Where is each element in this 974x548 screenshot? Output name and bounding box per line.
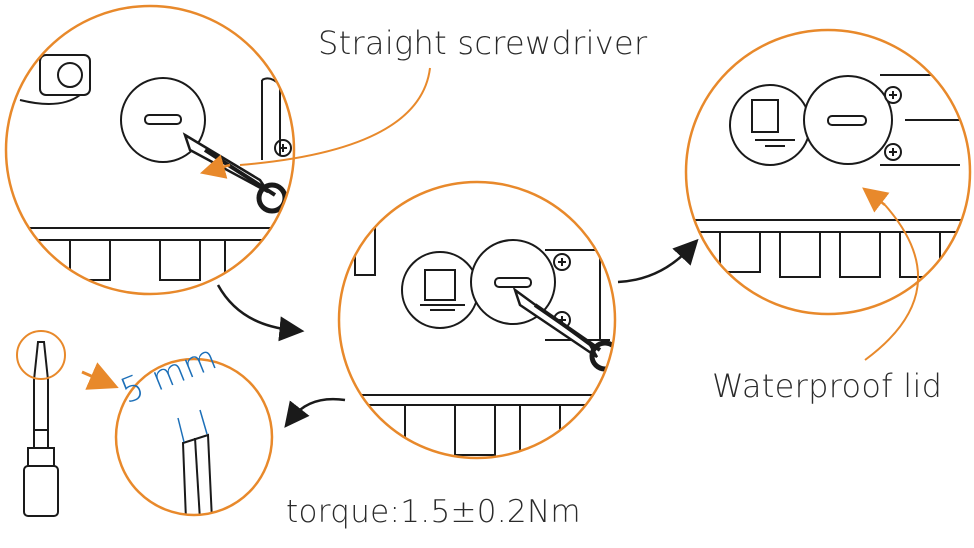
detail-circle-center xyxy=(337,180,617,460)
zoom-arrow xyxy=(81,362,119,390)
torque-label: torque:1.5±0.2Nm xyxy=(286,494,581,530)
waterproof-lid-label: Waterproof lid xyxy=(712,367,943,405)
curved-arrow-icon xyxy=(216,284,305,342)
straight-screwdriver-label: Straight screwdriver xyxy=(318,24,648,62)
curved-arrow-icon xyxy=(284,397,346,428)
straight-screwdriver-icon xyxy=(23,341,59,517)
detail-circle-unscrew xyxy=(4,4,296,296)
detail-circle-lid-removed xyxy=(684,28,972,316)
curved-arrow-icon xyxy=(617,238,699,284)
lid-leader-line xyxy=(864,204,919,361)
detail-circle-tip-width xyxy=(114,357,274,517)
screwdriver-leader-line xyxy=(239,67,431,166)
